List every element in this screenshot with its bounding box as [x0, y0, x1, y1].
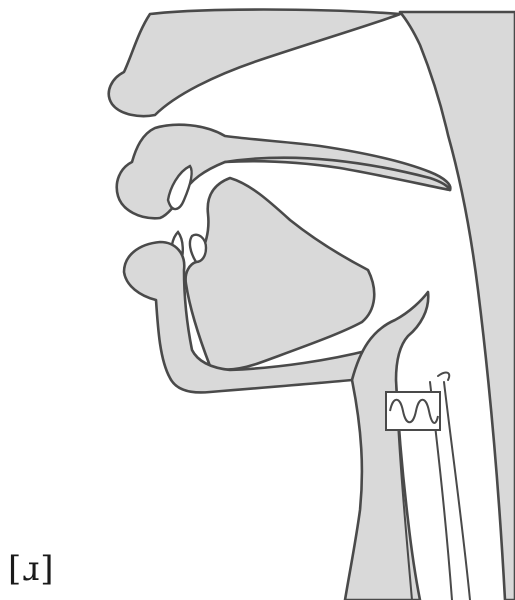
phonetic-symbol-label: [ɹ] [8, 550, 55, 588]
esophagus-front [444, 382, 470, 600]
tongue [186, 178, 375, 369]
glottis [386, 392, 440, 430]
nose [109, 10, 400, 117]
epiglottis [345, 292, 428, 600]
esophagus-back [438, 373, 449, 380]
tongue-tip [190, 235, 206, 262]
